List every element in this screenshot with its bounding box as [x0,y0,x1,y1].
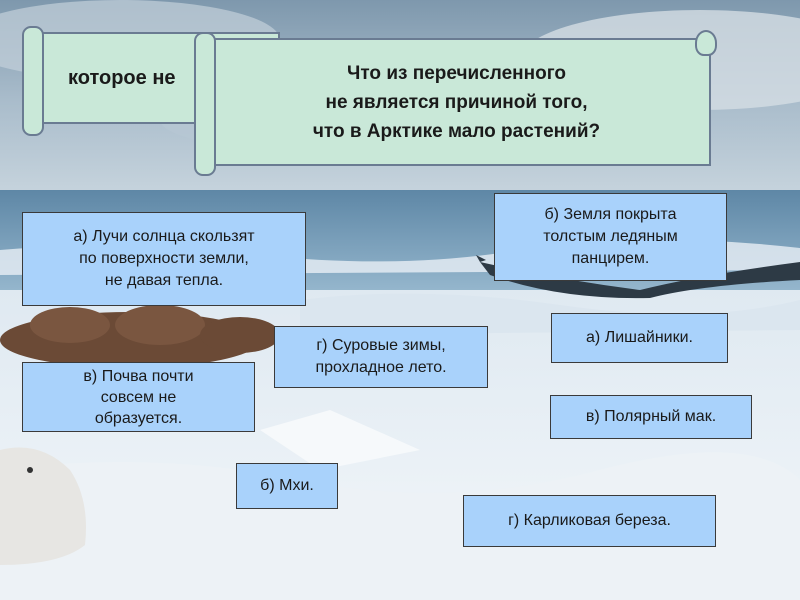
answer-line: б) Земля покрыта [544,206,677,223]
answer-text: г) Карликовая береза. [508,512,671,529]
answer-a-sun-rays[interactable]: а) Лучи солнца скользят по поверхности з… [22,212,306,306]
answer-text: в) Полярный мак. [585,408,717,425]
question-line: не является причиной того, [325,91,588,113]
answer-line: совсем не [100,388,177,406]
back-scroll-text: которое не [68,66,176,89]
answer-a-lichens[interactable]: а) Лишайники. [551,313,728,363]
answer-line: г) Суровые зимы, [316,337,446,354]
answer-v-soil[interactable]: в) Почва почти совсем не образуется. [22,362,255,432]
answer-line: образуется. [94,409,183,427]
answer-line: панцирем. [571,250,650,267]
answer-text: а) Лишайники. [586,329,693,346]
answer-text: б) Мхи. [260,477,314,494]
answer-line: не давая тепла. [104,272,224,289]
question-line: что в Арктике мало растений? [312,120,601,142]
answer-line: прохладное лето. [315,359,447,376]
scroll-roll [194,32,216,176]
question-banner: Что из перечисленного не является причин… [194,30,717,176]
scroll-roll [695,30,717,56]
question-line: Что из перечисленного [347,62,566,84]
answer-g-harsh-winters[interactable]: г) Суровые зимы, прохладное лето. [274,326,488,388]
scroll-roll [22,26,44,136]
answer-g-dwarf-birch[interactable]: г) Карликовая береза. [463,495,716,547]
answer-b-mosses[interactable]: б) Мхи. [236,463,338,509]
answer-v-polar-poppy[interactable]: в) Полярный мак. [550,395,752,439]
answer-line: а) Лучи солнца скользят [73,228,255,245]
answer-b-ice-shell[interactable]: б) Земля покрыта толстым ледяным панцире… [494,193,727,281]
answer-line: по поверхности земли, [79,250,249,267]
answer-line: толстым ледяным [543,228,678,245]
answer-line: в) Почва почти [83,367,194,385]
